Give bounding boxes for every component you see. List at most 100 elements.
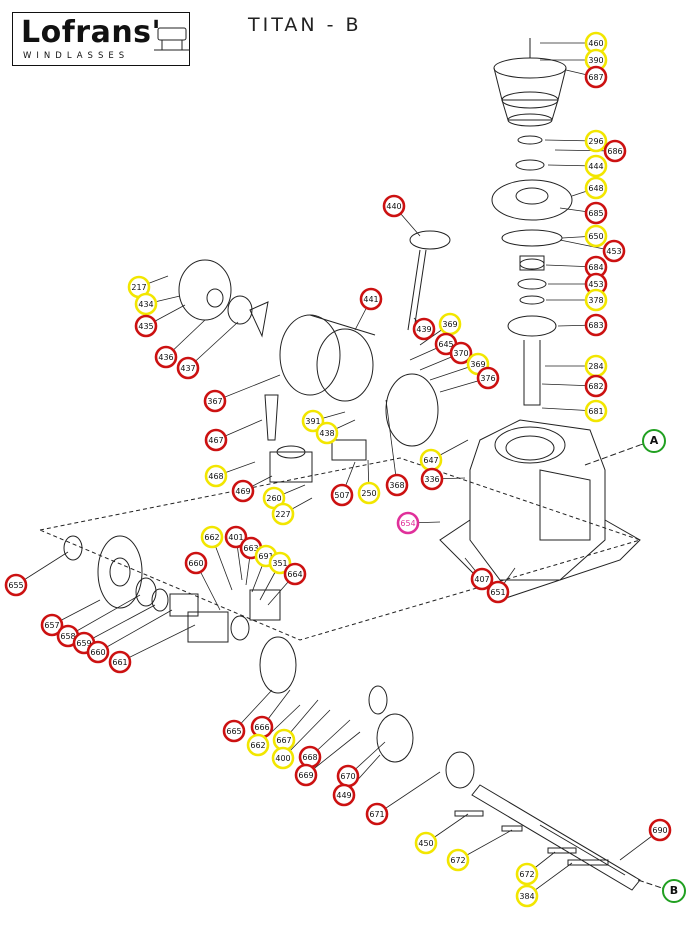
callout-label: 687 [588,73,603,82]
callout-label: 440 [386,202,401,211]
callout-label: A [650,434,659,447]
callout-circle [584,201,608,225]
brand-logo-name: Lofrans' [21,15,162,50]
callout-label: 666 [254,723,269,732]
callout-label: 368 [389,481,404,490]
callout-label: 260 [266,494,281,503]
part-callout: 687 [584,65,608,89]
callout-circle [584,129,608,153]
callout-label: 468 [208,472,223,481]
callout-label: 453 [606,247,621,256]
callout-circle [231,479,255,503]
callout-circle [449,341,473,365]
callout-circle [584,313,608,337]
part-callout: 662 [200,525,224,549]
windlass-logo-icon [154,27,190,51]
callout-circle [385,473,409,497]
callout-label: 690 [652,826,667,835]
callout-label: 651 [490,588,505,597]
leader-line [67,594,141,637]
callout-circle [382,194,406,218]
part-callout: 664 [283,562,307,586]
part-callout: 367 [203,389,227,413]
callout-label: 378 [588,296,603,305]
callout-circle [642,429,666,453]
callout-label: 439 [416,325,431,334]
part-callout: 647 [419,448,443,472]
part-callout: 682 [584,374,608,398]
part-callout: 666 [250,715,274,739]
part-callout: 672 [515,862,539,886]
callout-circle [330,483,354,507]
callout-circle [603,139,627,163]
callout-label: 436 [158,353,173,362]
callout-circle [315,421,339,445]
part-callout: 250 [357,481,381,505]
callout-circle [602,239,626,263]
callout-label: B [670,884,678,897]
part-callout: 660 [184,551,208,575]
part-callout: 469 [231,479,255,503]
part-callout: 449 [332,783,356,807]
leader-line [187,321,239,369]
callout-label: 691 [258,552,273,561]
callout-label: 227 [275,510,290,519]
part-callout: 368 [385,473,409,497]
callout-circle [283,562,307,586]
callout-circle [357,481,381,505]
axis-line-b [637,879,663,889]
callout-label: 647 [423,456,438,465]
callout-label: 438 [319,429,334,438]
part-callout: 507 [330,483,354,507]
callout-circle [184,551,208,575]
callout-label: 250 [361,489,376,498]
callout-label: 665 [226,727,241,736]
handwheel-assembly [407,230,451,331]
callout-circle [222,719,246,743]
callout-circle [584,154,608,178]
brand-logo-subtitle: WINDLASSES [23,51,130,61]
part-callout: 685 [584,201,608,225]
part-callout: 670 [336,764,360,788]
callout-label: 434 [138,300,153,309]
callout-circle [365,802,389,826]
callout-label: 648 [588,184,603,193]
callout-label: 369 [442,320,457,329]
leader-line [83,604,156,644]
part-callout: 444 [584,154,608,178]
callout-label: 660 [90,648,105,657]
callout-label: 667 [276,736,291,745]
lower-gear-train [63,535,475,789]
callout-label: 686 [607,147,622,156]
part-callout: 681 [584,399,608,423]
callout-circle [203,389,227,413]
part-callout: 655 [4,573,28,597]
callout-label: 681 [588,407,603,416]
callout-label: 684 [588,263,603,272]
part-callout: B [662,879,686,903]
callout-circle [584,224,608,248]
callout-label: 659 [76,639,91,648]
brake-bracket-assembly [264,394,367,483]
callout-circle [476,366,500,390]
brand-logo: Lofrans' WINDLASSES [12,12,190,66]
callout-label: 650 [588,232,603,241]
part-callout: 668 [298,745,322,769]
part-callout: 467 [204,428,228,452]
callout-label: 391 [305,417,320,426]
callout-circle [584,288,608,312]
callout-circle [396,511,420,535]
callout-circle [584,399,608,423]
callout-label: 444 [588,162,603,171]
part-callout: 441 [359,287,383,311]
part-callout: 369 [438,312,462,336]
part-callout: 437 [176,356,200,380]
callout-label: 469 [235,487,250,496]
callout-label: 668 [302,753,317,762]
callout-circle [204,428,228,452]
part-callout: 407 [470,567,494,591]
callout-circle [414,831,438,855]
callout-circle [515,884,539,908]
callout-circle [446,848,470,872]
